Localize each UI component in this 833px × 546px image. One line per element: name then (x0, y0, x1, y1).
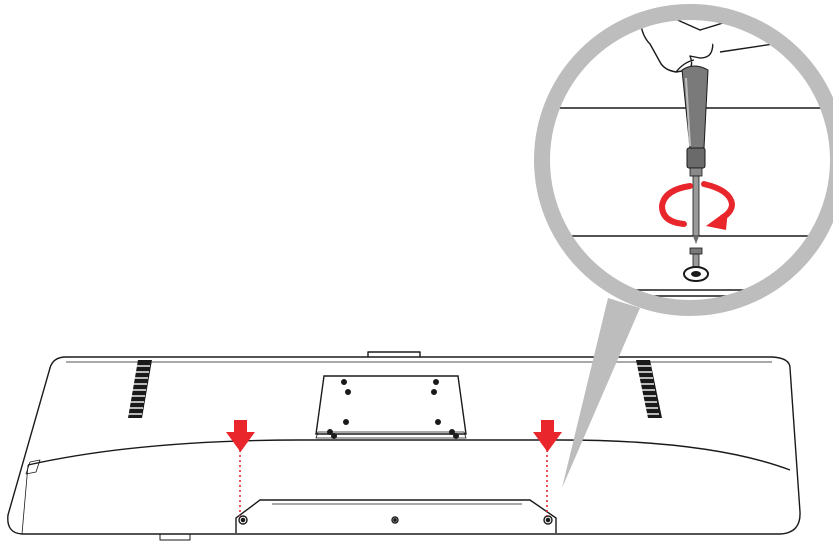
right-vent (636, 360, 662, 418)
screw-icon (431, 389, 437, 395)
down-arrow-icon (226, 420, 255, 452)
stand-base-plate (235, 499, 557, 533)
screw-icon (449, 429, 455, 435)
vesa-mount-plate (315, 375, 467, 439)
tv-back-panel (7, 351, 801, 541)
screw-icon (238, 515, 248, 525)
tv-outer-outline (7, 356, 801, 535)
tv-left-tab (25, 459, 41, 475)
screw-icon (393, 518, 397, 522)
screw-icon (435, 419, 441, 425)
callout-magnifier-ring (534, 4, 833, 316)
screw-icon (391, 516, 399, 524)
rotate-counterclockwise-icon (658, 181, 736, 230)
vesa-screw-holes (327, 379, 459, 439)
stand-screws (238, 515, 553, 525)
tv-bottom-tab (159, 534, 191, 541)
screw-icon (545, 517, 551, 523)
screw-icon (543, 515, 553, 525)
screw-icon (345, 389, 351, 395)
tv-top-connector (367, 351, 421, 357)
screw-icon (240, 517, 246, 523)
screw-icon (343, 419, 349, 425)
screw-icon (453, 433, 459, 439)
screw-icon (433, 379, 439, 385)
screw-icon (331, 433, 337, 439)
tv-left-edge (21, 464, 29, 535)
callout-tail (562, 298, 640, 488)
left-vent (128, 360, 152, 418)
down-arrow-icon (533, 420, 562, 452)
screw-guide-lines (239, 450, 548, 516)
screwdriver-icon (681, 65, 709, 244)
down-arrows (226, 420, 562, 452)
screw-icon (683, 247, 709, 282)
screw-icon (341, 379, 347, 385)
screw-icon (327, 429, 333, 435)
tv-back-shell-curve (27, 439, 791, 471)
